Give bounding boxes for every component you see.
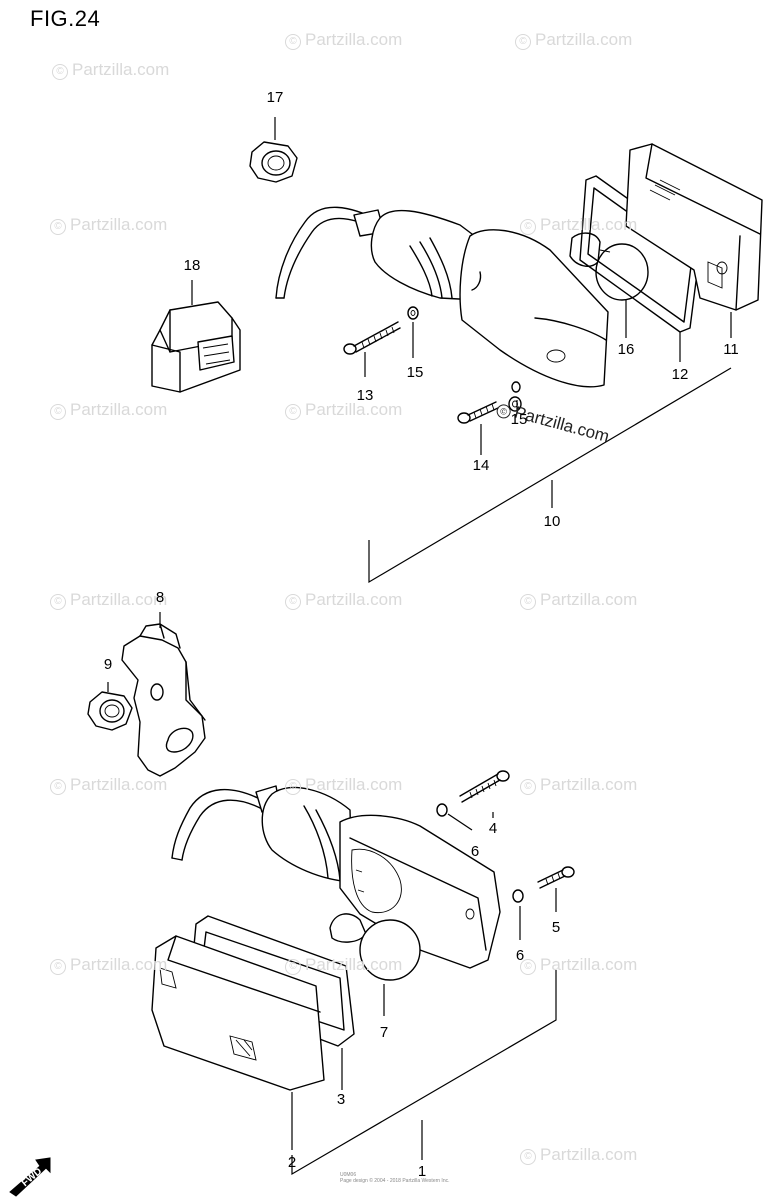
watermark: ©Partzilla.com bbox=[515, 30, 632, 50]
callout-11: 11 bbox=[723, 341, 739, 358]
callout-12: 12 bbox=[671, 366, 689, 383]
watermark: ©Partzilla.com bbox=[285, 590, 402, 610]
footer-text: Page design © 2004 - 2018 Partzilla West… bbox=[340, 1178, 450, 1184]
part-5-screw bbox=[537, 866, 575, 889]
footer-code: U0M06 bbox=[340, 1172, 357, 1178]
watermark: ©Partzilla.com bbox=[52, 60, 169, 80]
watermark: ©Partzilla.com bbox=[520, 1145, 637, 1165]
watermark: ©Partzilla.com bbox=[50, 775, 167, 795]
watermark: ©Partzilla.com bbox=[520, 955, 637, 975]
part-2-lens bbox=[151, 935, 325, 1091]
part-13-screw bbox=[343, 321, 401, 355]
upper-leaders bbox=[191, 117, 732, 584]
watermark: ©Partzilla.com bbox=[520, 215, 637, 235]
callout-5: 5 bbox=[551, 919, 561, 936]
watermark: ©Partzilla.com bbox=[50, 590, 167, 610]
watermark: ©Partzilla.com bbox=[285, 30, 402, 50]
watermark: ©Partzilla.com bbox=[50, 215, 167, 235]
callout-14: 14 bbox=[472, 457, 490, 474]
watermark: ©Partzilla.com bbox=[520, 590, 637, 610]
part-15-washers-lower bbox=[508, 381, 522, 412]
watermark: ©Partzilla.com bbox=[285, 400, 402, 420]
watermark: ©Partzilla.com bbox=[50, 400, 167, 420]
callout-15: 15 bbox=[510, 411, 528, 428]
part-14-screw bbox=[457, 401, 499, 424]
lower-housing bbox=[261, 786, 501, 969]
watermark: ©Partzilla.com bbox=[50, 955, 167, 975]
callout-1: 1 bbox=[417, 1163, 427, 1180]
watermark: ©Partzilla.com bbox=[285, 775, 402, 795]
callout-2: 2 bbox=[287, 1154, 297, 1171]
callout-7: 7 bbox=[379, 1024, 389, 1041]
callout-3: 3 bbox=[336, 1091, 346, 1108]
callout-10: 10 bbox=[543, 513, 561, 530]
part-6-washer-b bbox=[512, 889, 524, 903]
watermark: ©Partzilla.com bbox=[285, 955, 402, 975]
figure-title: FIG.24 bbox=[30, 6, 101, 31]
part-9-nut bbox=[87, 691, 133, 731]
callout-18: 18 bbox=[183, 257, 201, 274]
callout-15: 15 bbox=[406, 364, 424, 381]
upper-wire bbox=[275, 206, 385, 299]
watermark: ©Partzilla.com bbox=[520, 775, 637, 795]
part-18-relay bbox=[151, 301, 241, 393]
callout-6: 6 bbox=[515, 947, 525, 964]
callout-6: 6 bbox=[470, 843, 480, 860]
part-16-bulb bbox=[569, 232, 649, 301]
part-8-bracket bbox=[121, 623, 206, 777]
callout-4: 4 bbox=[488, 820, 498, 837]
callout-8: 8 bbox=[155, 589, 165, 606]
part-6-washer-a bbox=[436, 803, 448, 817]
part-4-screw bbox=[459, 770, 510, 803]
upper-housing bbox=[370, 209, 609, 388]
fwd-arrow-icon bbox=[9, 1157, 51, 1197]
footer-credit: U0M06 Page design © 2004 - 2018 Partzill… bbox=[340, 1172, 460, 1184]
part-7-bulb bbox=[329, 913, 421, 981]
callout-17: 17 bbox=[266, 89, 284, 106]
callout-16: 16 bbox=[617, 341, 635, 358]
part-11-lens bbox=[625, 143, 763, 311]
lower-leaders bbox=[107, 612, 557, 1176]
part-15-washer-upper bbox=[407, 306, 419, 320]
callout-13: 13 bbox=[356, 387, 374, 404]
callout-9: 9 bbox=[103, 656, 113, 673]
part-17-nut bbox=[249, 141, 298, 183]
